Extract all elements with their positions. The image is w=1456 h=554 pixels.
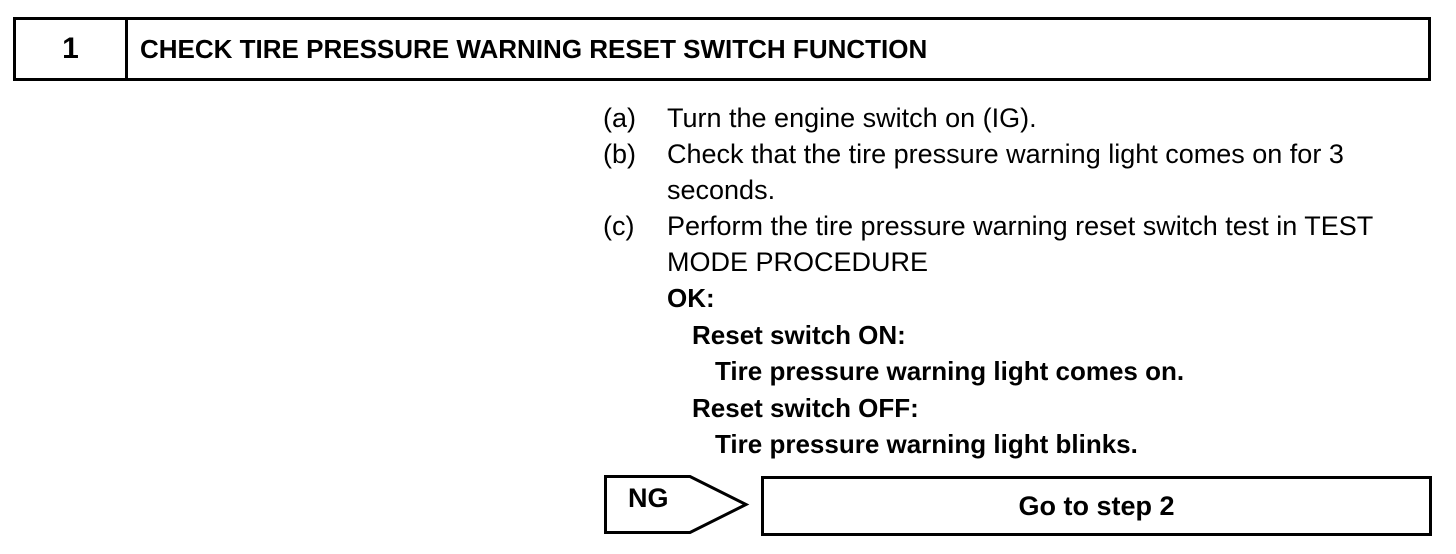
step-title: CHECK TIRE PRESSURE WARNING RESET SWITCH…	[140, 33, 928, 64]
ok-label: OK:	[667, 283, 715, 313]
goto-step-box: Go to step 2	[761, 476, 1432, 536]
step-marker: (b)	[603, 139, 636, 169]
ok-condition: Reset switch ON:	[692, 319, 906, 350]
ok-condition: Reset switch OFF:	[692, 392, 919, 423]
step-marker: (c)	[603, 211, 635, 241]
step-text: Perform the tire pressure warning reset …	[667, 211, 1373, 277]
step-marker: (a)	[603, 103, 636, 133]
ok-criteria: OK: Reset switch ON: Tire pressure warni…	[603, 280, 1443, 463]
goto-text: Go to step 2	[1018, 490, 1175, 521]
step-text: Turn the engine switch on (IG).	[667, 103, 1037, 133]
step-number: 1	[16, 20, 128, 78]
procedure-step-c: (c) Perform the tire pressure warning re…	[603, 208, 1443, 280]
procedure-step-b: (b) Check that the tire pressure warning…	[603, 136, 1443, 208]
procedure-step-a: (a) Turn the engine switch on (IG).	[603, 100, 1443, 136]
procedure-block: (a) Turn the engine switch on (IG). (b) …	[603, 100, 1443, 463]
ng-tag: NG	[604, 475, 754, 540]
ng-arrow-icon	[604, 475, 750, 534]
step-header: 1 CHECK TIRE PRESSURE WARNING RESET SWIT…	[13, 17, 1431, 81]
ok-result: Tire pressure warning light blinks.	[715, 429, 1138, 459]
step-text: Check that the tire pressure warning lig…	[667, 139, 1344, 205]
ok-result: Tire pressure warning light comes on.	[715, 356, 1185, 386]
ng-label: NG	[628, 483, 669, 513]
